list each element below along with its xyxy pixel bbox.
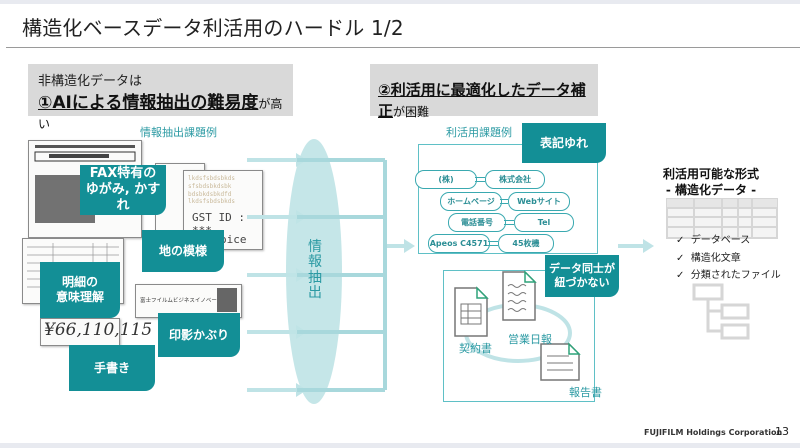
result-item-classified-files: ✓ 分類されたファイル: [676, 270, 781, 281]
table-icon: [666, 198, 778, 239]
pill-pair2-b: Webサイト: [508, 192, 570, 211]
pill-pair3-b: Tel: [514, 213, 574, 232]
left-header-tail: が高い: [38, 97, 283, 131]
check-icon: ✓: [676, 270, 685, 281]
file-icon-sales-report: [502, 270, 537, 321]
extraction-caption: 情報抽出課題例: [140, 126, 217, 139]
label-fax-distortion: FAX特有の ゆがみ, かすれ: [80, 165, 166, 215]
extraction-ellipse: [286, 139, 342, 404]
label-detail-meaning: 明細の 意味理解: [40, 262, 120, 318]
footer-company: FUJIFILM Holdings Corporation: [644, 428, 783, 437]
label-unlinked-data: データ同士が 紐づかない: [545, 255, 619, 297]
bottom-bar: [0, 443, 800, 448]
arrow-to-structured: [618, 239, 654, 253]
company-strip-text: 富士フイルムビジネスイノベーション: [140, 298, 234, 304]
unlinked-files-graphic: [454, 270, 581, 381]
top-bar: [0, 0, 800, 4]
result-title-line2: - 構造化データ -: [665, 183, 757, 197]
file-label-contract: 契約書: [459, 342, 492, 355]
invoice-text: oice: [220, 233, 247, 246]
handwritten-amount: ¥66,110,115: [44, 320, 153, 340]
pair2-connector: [500, 199, 508, 204]
left-header-emphasis: ①AIによる情報抽出の難易度: [38, 93, 259, 113]
result-title-line1: 利活用可能な形式: [662, 167, 759, 181]
title-divider: [6, 47, 800, 48]
pill-pair4-b: 45枚機: [498, 234, 554, 253]
utilization-caption: 利活用課題例: [446, 126, 512, 139]
check-icon: ✓: [676, 253, 685, 264]
pill-pair1-a: (株): [415, 170, 477, 189]
result-item-structured-text: ✓ 構造化文章: [676, 253, 741, 264]
stamp-mark: [217, 288, 237, 312]
company-stamp-document: 富士フイルムビジネスイノベーション: [135, 284, 242, 318]
label-background-pattern: 地の模様: [142, 230, 224, 272]
right-header-tail: が困難: [393, 105, 430, 119]
page-number: 13: [775, 425, 789, 438]
pill-pair3-a: 電話番号: [448, 213, 506, 232]
file-icon-report: [540, 342, 581, 381]
extraction-label: 情報抽出: [308, 239, 322, 302]
slide-title: 構造化ベースデータ利活用のハードル 1/2: [22, 16, 404, 40]
handwriting-document: ¥66,110,115: [40, 318, 152, 346]
check-icon: ✓: [676, 235, 685, 246]
left-header-box: 非構造化データは ①AIによる情報抽出の難易度が高い: [28, 64, 293, 131]
pair4-connector: [488, 241, 498, 246]
left-header-line1: 非構造化データは: [38, 74, 143, 89]
pair1-connector: [475, 177, 485, 182]
file-icon-contract: [454, 286, 489, 337]
left-header-line2: ①AIによる情報抽出の難易度が高い: [38, 88, 293, 133]
file-label-report: 報告書: [569, 386, 602, 399]
file-label-sales-report: 営業日報: [508, 333, 552, 346]
right-header-box: ②利活用に最適化したデータ補正が困難: [370, 64, 598, 120]
label-stamp-overlap: 印影かぶり: [158, 313, 240, 357]
label-handwriting: 手書き: [69, 345, 155, 391]
label-notation-variation: 表記ゆれ: [522, 123, 606, 163]
pill-pair2-a: ホームページ: [440, 192, 502, 211]
arrow-to-utilization: [387, 239, 415, 253]
result-item-database: ✓ データベース: [676, 235, 751, 246]
right-header-emphasis: ②利活用に最適化したデータ補正: [378, 81, 586, 120]
hierarchy-icon: [692, 283, 750, 340]
extraction-bracket: [297, 158, 387, 392]
pill-pair1-b: 株式会社: [485, 170, 545, 189]
pair3-connector: [504, 220, 514, 225]
right-header-line: ②利活用に最適化したデータ補正が困難: [378, 79, 598, 121]
pill-pair4-a: Apeos C4571: [428, 234, 490, 253]
